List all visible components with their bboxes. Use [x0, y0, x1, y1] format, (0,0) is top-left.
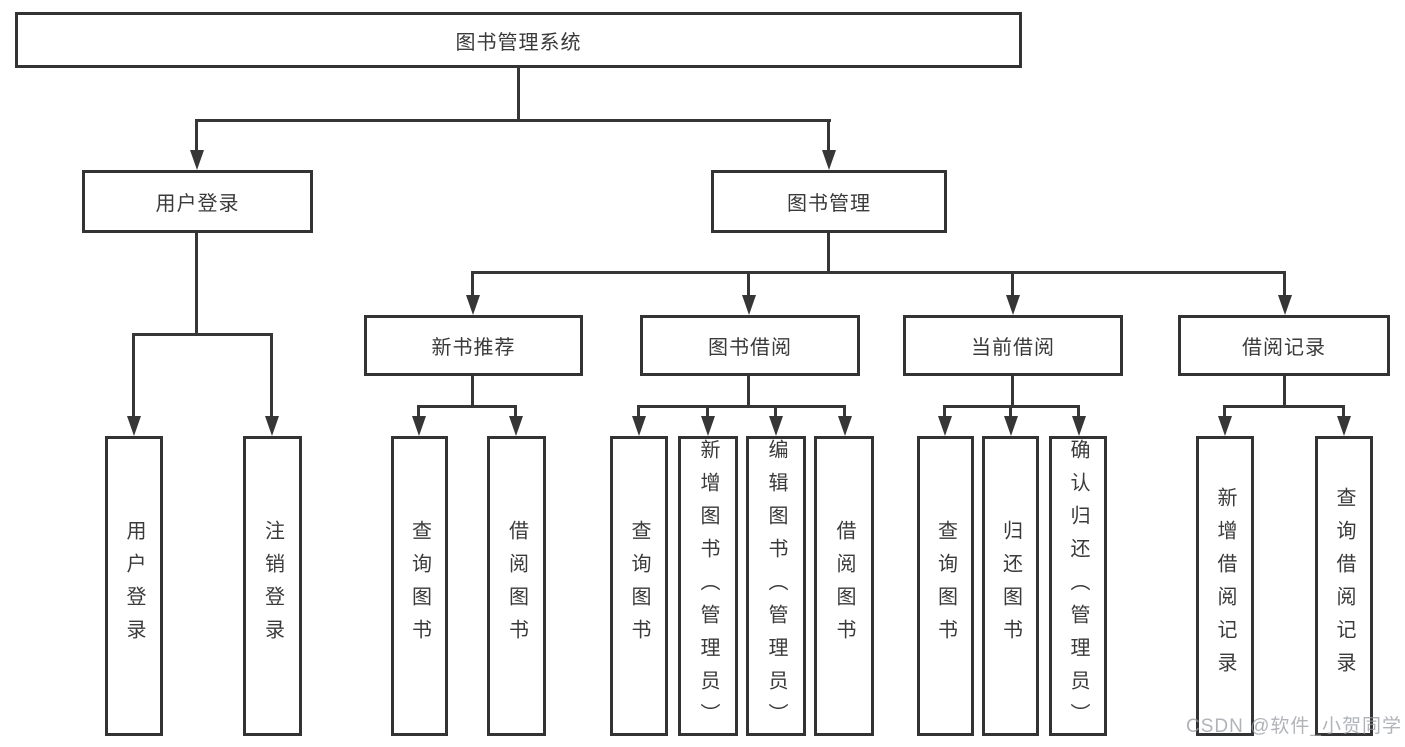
node-borrow-books-2: 借阅图书 — [814, 436, 874, 736]
node-user-login: 用户登录 — [82, 170, 313, 233]
arrowhead — [265, 416, 279, 436]
node-label: 查询图书 — [934, 520, 957, 652]
connector — [843, 405, 846, 418]
connector — [827, 233, 830, 274]
node-label: 新书推荐 — [431, 337, 516, 359]
connector — [827, 119, 830, 152]
connector — [417, 405, 420, 418]
arrowhead — [632, 416, 646, 436]
arrowhead — [1337, 416, 1351, 436]
arrowhead — [466, 295, 480, 315]
node-label: 注销登录 — [261, 520, 284, 652]
node-label: 当前借阅 — [971, 337, 1055, 359]
node-label: 编辑图书（管理员） — [765, 439, 787, 736]
node-logout: 注销登录 — [243, 436, 302, 736]
connector — [774, 405, 777, 418]
connector — [471, 376, 474, 408]
connector — [637, 405, 640, 418]
connector — [514, 405, 517, 418]
node-label: 查询借阅记录 — [1333, 487, 1355, 685]
node-query-books-1: 查询图书 — [391, 436, 448, 736]
node-label: 图书管理 — [787, 193, 871, 215]
node-book-borrowing: 图书借阅 — [640, 315, 860, 376]
connector — [747, 376, 750, 408]
node-label: 借阅图书 — [505, 520, 528, 652]
arrowhead — [509, 416, 523, 436]
arrowhead — [1218, 416, 1232, 436]
connector — [1223, 405, 1345, 408]
arrowhead — [1004, 416, 1018, 436]
node-query-borrow-record: 查询借阅记录 — [1315, 436, 1373, 736]
node-query-books-2: 查询图书 — [610, 436, 668, 736]
connector — [1283, 376, 1286, 408]
node-borrowing-records: 借阅记录 — [1178, 315, 1390, 376]
arrowhead — [822, 150, 836, 170]
connector — [195, 119, 198, 152]
connector — [1283, 271, 1286, 297]
arrowhead — [742, 295, 756, 315]
node-label: 新增图书（管理员） — [697, 439, 719, 736]
node-label: 图书借阅 — [708, 337, 792, 359]
node-label: 借阅记录 — [1242, 337, 1326, 359]
connector — [471, 271, 474, 297]
connector — [195, 119, 831, 122]
connector — [270, 333, 273, 418]
node-confirm-return-admin: 确认归还（管理员） — [1049, 436, 1107, 736]
node-query-books-3: 查询图书 — [917, 436, 974, 736]
connector — [943, 405, 946, 418]
node-label: 新增借阅记录 — [1214, 487, 1236, 685]
connector — [1342, 405, 1345, 418]
node-label: 查询图书 — [628, 520, 650, 652]
connector — [195, 233, 198, 336]
connector — [417, 405, 517, 408]
node-borrow-books-1: 借阅图书 — [487, 436, 546, 736]
arrowhead — [838, 416, 852, 436]
node-add-books-admin: 新增图书（管理员） — [678, 436, 738, 736]
node-book-management: 图书管理 — [711, 170, 947, 233]
node-label: 归还图书 — [999, 520, 1022, 652]
connector — [1011, 271, 1014, 297]
connector — [1009, 405, 1012, 418]
node-label: 用户登录 — [123, 520, 145, 652]
arrowhead — [127, 416, 141, 436]
node-edit-books-admin: 编辑图书（管理员） — [746, 436, 806, 736]
node-label: 用户登录 — [155, 193, 240, 215]
node-new-book-recommend: 新书推荐 — [364, 315, 583, 376]
node-return-books: 归还图书 — [982, 436, 1039, 736]
node-add-borrow-record: 新增借阅记录 — [1196, 436, 1254, 736]
node-root-library-system: 图书管理系统 — [15, 12, 1022, 68]
node-label: 借阅图书 — [833, 520, 855, 652]
node-user-login-leaf: 用户登录 — [105, 436, 163, 736]
connector — [747, 271, 750, 297]
arrowhead — [190, 150, 204, 170]
arrowhead — [769, 416, 783, 436]
connector — [132, 333, 135, 418]
connector — [637, 405, 846, 408]
connector — [706, 405, 709, 418]
connector — [132, 333, 273, 336]
arrowhead — [1006, 295, 1020, 315]
connector — [471, 271, 1286, 274]
node-label: 查询图书 — [408, 520, 431, 652]
csdn-watermark: CSDN @软件_小贺同学 — [1186, 716, 1402, 737]
arrowhead — [938, 416, 952, 436]
node-current-borrowing: 当前借阅 — [903, 315, 1123, 376]
connector — [1011, 376, 1014, 408]
arrowhead — [701, 416, 715, 436]
connector — [517, 67, 520, 122]
arrowhead — [1278, 295, 1292, 315]
arrowhead — [412, 416, 426, 436]
node-label: 图书管理系统 — [455, 31, 582, 54]
node-label: 确认归还（管理员） — [1067, 439, 1089, 736]
arrowhead — [1072, 416, 1086, 436]
connector — [1077, 405, 1080, 418]
connector — [1223, 405, 1226, 418]
